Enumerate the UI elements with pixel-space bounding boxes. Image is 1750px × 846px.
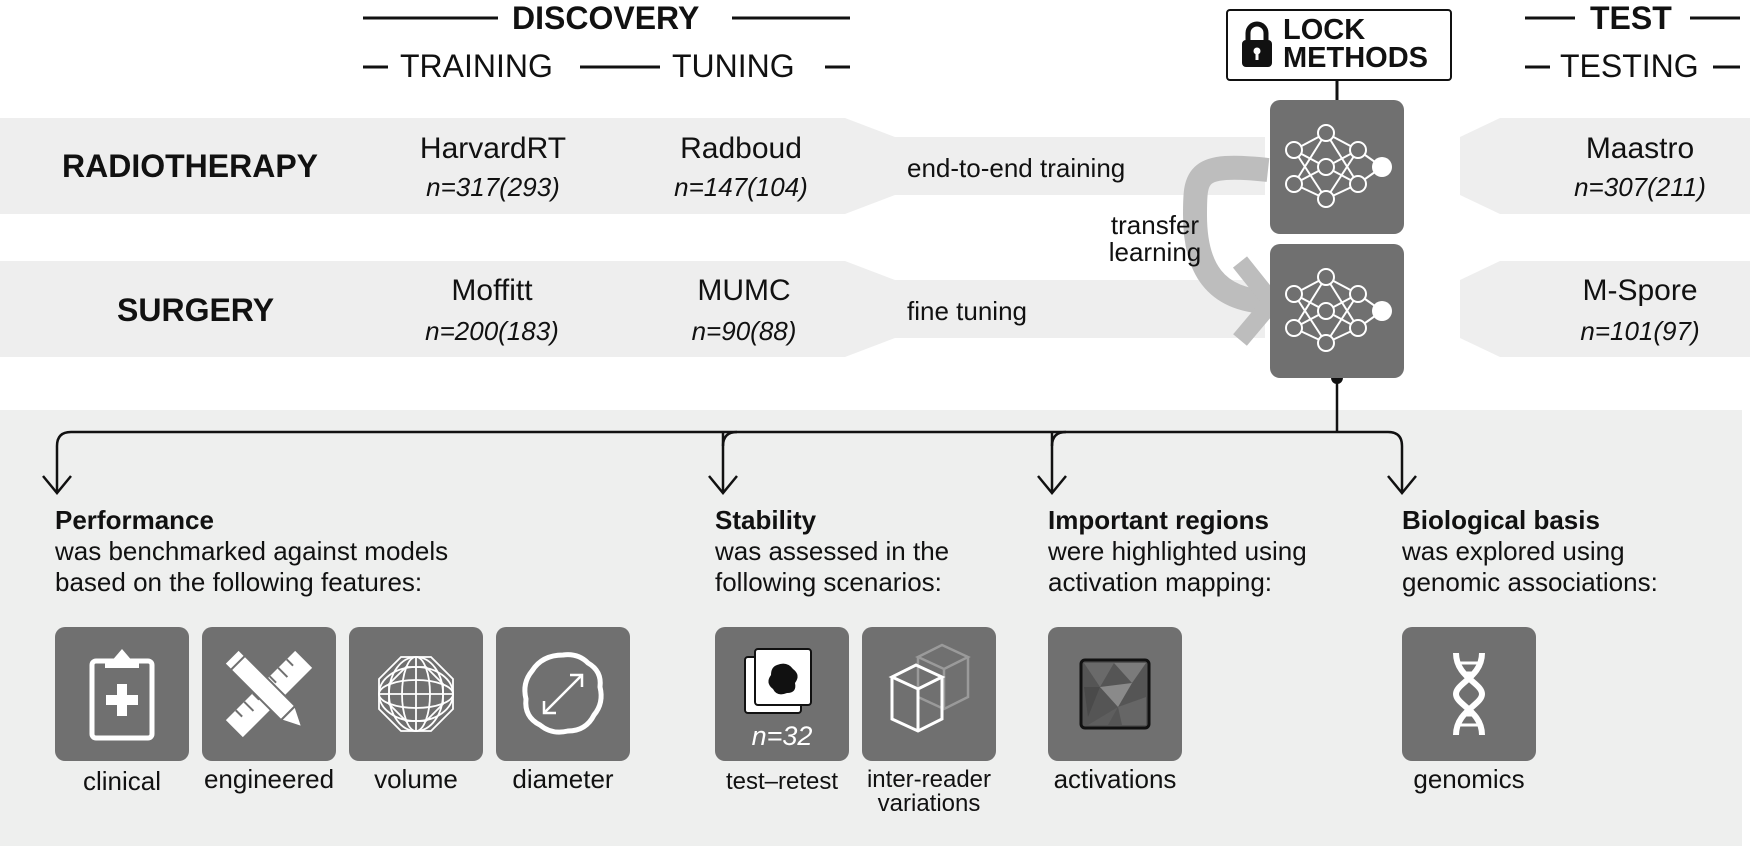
stacked-scans-icon <box>744 648 812 714</box>
radiotherapy-test-n: n=307(211) <box>1574 172 1706 202</box>
diameter-label: diameter <box>512 764 614 794</box>
regions-section-text: Important regions were highlighted using… <box>1048 505 1307 598</box>
mesh-sphere-icon <box>378 656 454 732</box>
inter-reader-tile <box>862 627 996 761</box>
stability-title: Stability <box>715 505 817 535</box>
lock-icon <box>1242 21 1272 67</box>
distribution-line <box>55 430 1404 470</box>
transfer-learning-arrow <box>1182 155 1270 314</box>
engineered-label: engineered <box>203 764 335 794</box>
tuning-heading: TUNING <box>672 48 795 84</box>
stability-line1: was assessed in the <box>715 536 950 566</box>
radiotherapy-test-site: Maastro <box>1585 132 1695 165</box>
dna-icon <box>1452 652 1486 736</box>
fine-tuning-label: fine tuning <box>907 296 1027 326</box>
training-heading: TRAINING <box>400 48 553 84</box>
transfer-label-line1: transfer <box>1110 210 1200 240</box>
regions-line1: were highlighted using <box>1048 536 1307 566</box>
test-heading: TEST <box>1590 0 1672 36</box>
inter-reader-label-line2: variations <box>877 790 981 817</box>
inter-reader-label: inter-reader variations <box>849 768 1009 816</box>
surgery-training-n: n=200(183) <box>425 316 559 346</box>
lock-label-line2: METHODS <box>1283 42 1428 74</box>
surgery-training-site: Moffitt <box>451 274 533 307</box>
lock-label-line1: LOCK <box>1283 14 1366 46</box>
biology-title: Biological basis <box>1402 505 1600 535</box>
neural-network-icon <box>1285 268 1392 352</box>
lock-methods-box: LOCK METHODS <box>1226 9 1452 81</box>
ruler-pencil-icon <box>223 648 313 738</box>
clinical-tile <box>55 627 189 761</box>
biology-section-text: Biological basis was explored using geno… <box>1402 505 1658 598</box>
network-tile-radiotherapy <box>1270 100 1404 234</box>
test-retest-label: test–retest <box>725 768 839 795</box>
performance-line2: based on the following features: <box>55 567 423 597</box>
radiotherapy-test-band <box>1460 118 1750 214</box>
radiotherapy-label: RADIOTHERAPY <box>62 148 319 184</box>
stability-line2: following scenarios: <box>715 567 942 597</box>
overlapping-cubes-icon <box>888 643 971 733</box>
stability-section-text: Stability was assessed in the following … <box>715 505 949 598</box>
activations-tile <box>1048 627 1182 761</box>
surgery-band <box>0 261 1265 357</box>
activations-label: activations <box>1053 764 1177 794</box>
radiotherapy-training-n: n=317(293) <box>426 172 560 202</box>
volume-label: volume <box>374 764 458 794</box>
test-retest-n: n=32 <box>751 721 813 751</box>
regions-title: Important regions <box>1048 505 1270 535</box>
biology-line1: was explored using <box>1402 536 1625 566</box>
activation-map-icon <box>1079 658 1151 730</box>
neural-network-icon <box>1285 124 1392 208</box>
diameter-icon <box>522 652 604 735</box>
radiotherapy-band <box>0 118 1265 214</box>
diameter-tile <box>496 627 630 761</box>
end-to-end-label: end-to-end training <box>907 153 1126 183</box>
performance-title: Performance <box>55 505 214 535</box>
clipboard-icon <box>89 649 155 741</box>
performance-section-text: Performance was benchmarked against mode… <box>55 505 448 598</box>
network-tile-surgery <box>1270 244 1404 378</box>
performance-line1: was benchmarked against models <box>55 536 449 566</box>
radiotherapy-tuning-n: n=147(104) <box>674 172 808 202</box>
testing-heading: TESTING <box>1560 48 1699 84</box>
engineered-tile <box>202 627 336 761</box>
surgery-label: SURGERY <box>117 292 275 328</box>
surgery-tuning-site: MUMC <box>697 274 791 307</box>
volume-tile <box>349 627 483 761</box>
genomics-label: genomics <box>1413 764 1525 794</box>
inter-reader-label-line1: inter-reader <box>866 766 992 793</box>
regions-line2: activation mapping: <box>1048 567 1273 597</box>
biology-line2: genomic associations: <box>1402 567 1658 597</box>
test-retest-tile: n=32 <box>715 627 849 761</box>
transfer-label-line2: learning <box>1108 237 1202 267</box>
surgery-test-band <box>1460 261 1750 357</box>
radiotherapy-training-site: HarvardRT <box>419 132 567 165</box>
surgery-test-n: n=101(97) <box>1580 316 1700 346</box>
clinical-label: clinical <box>82 766 162 796</box>
discovery-heading: DISCOVERY <box>512 0 700 36</box>
genomics-tile <box>1402 627 1536 761</box>
surgery-test-site: M-Spore <box>1582 274 1698 307</box>
radiotherapy-tuning-site: Radboud <box>680 132 802 165</box>
surgery-tuning-n: n=90(88) <box>691 316 797 346</box>
